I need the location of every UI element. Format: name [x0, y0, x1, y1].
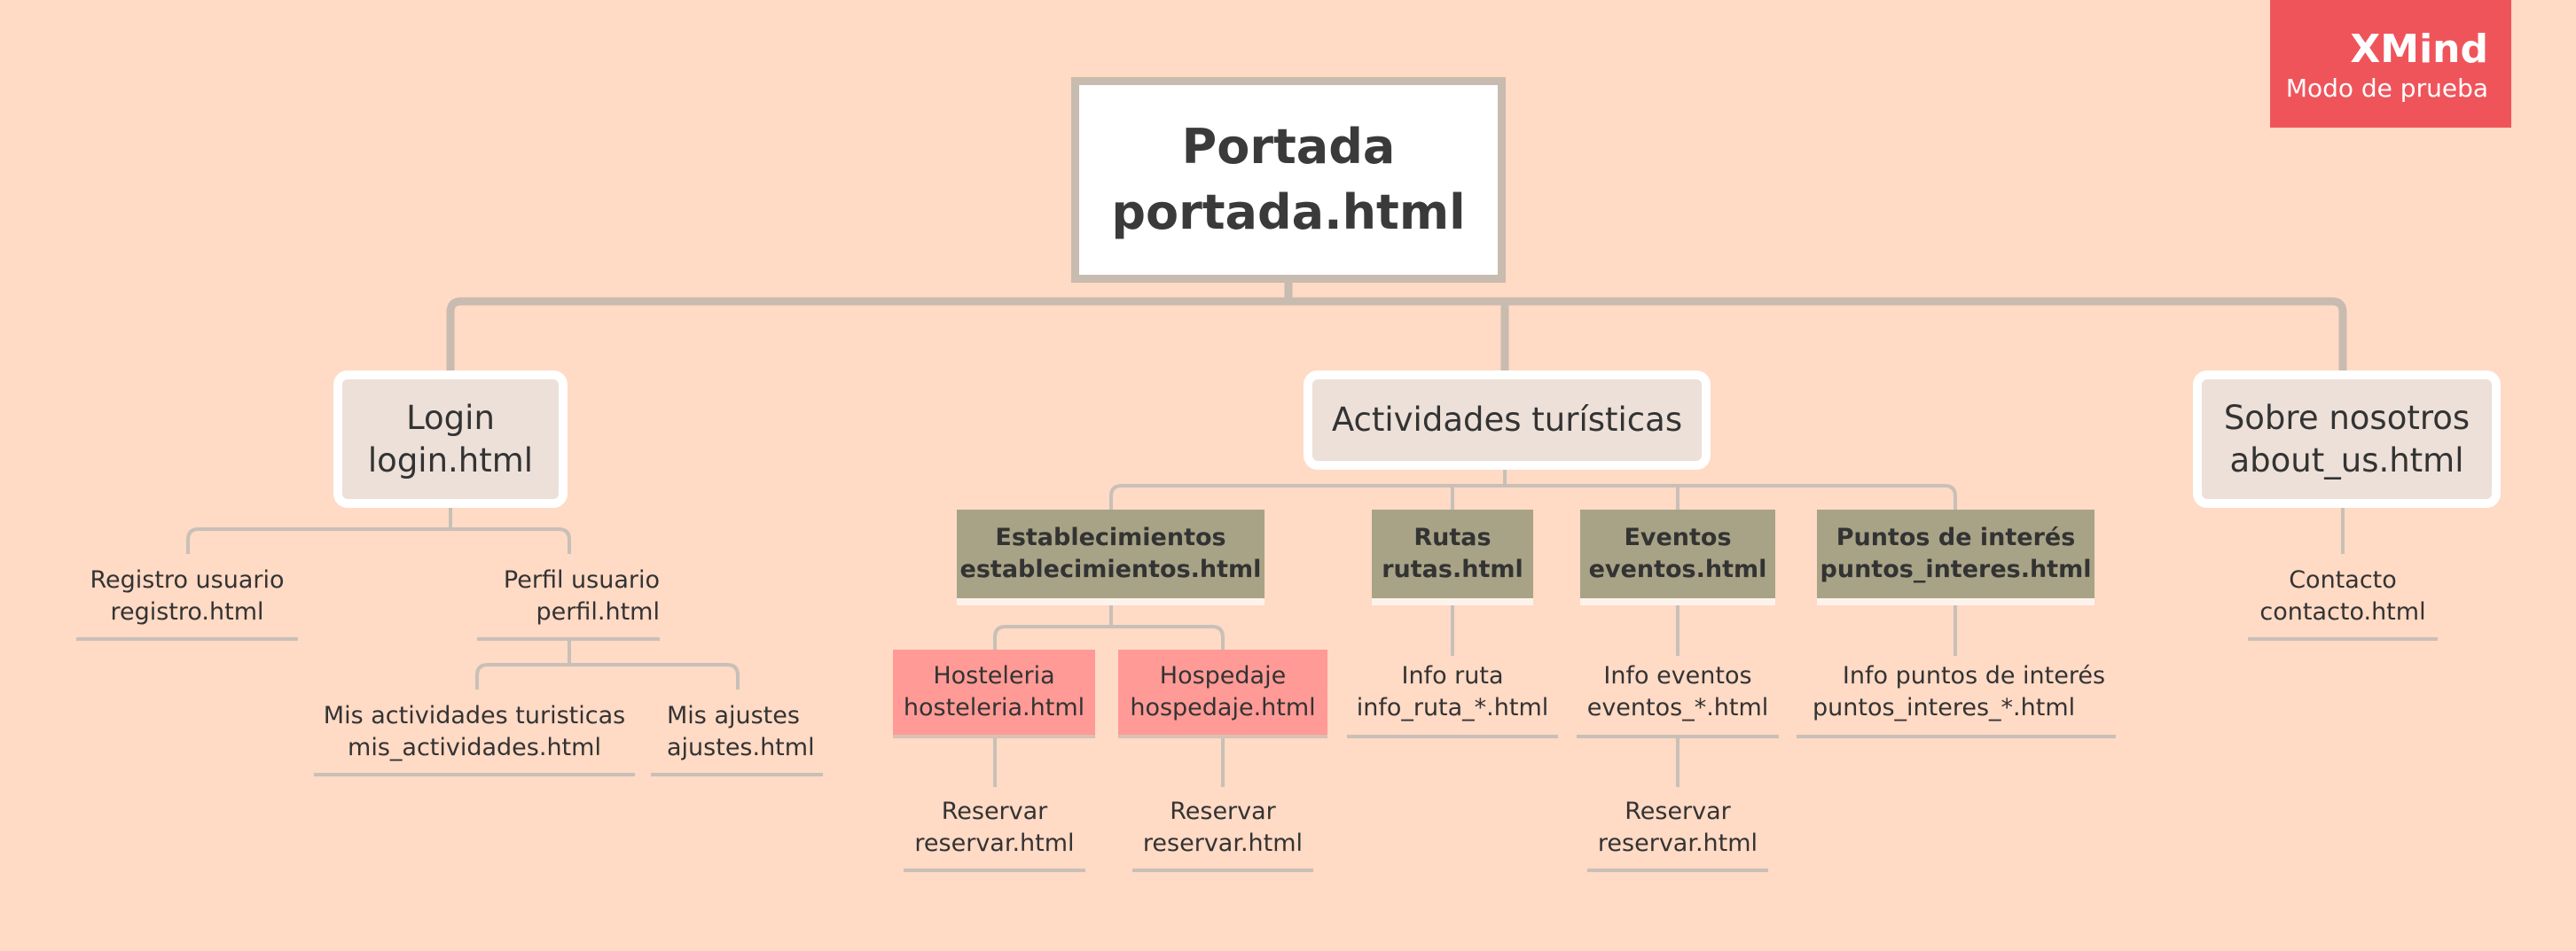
- subtopic-mis-actividades-file: mis_actividades.html: [348, 734, 601, 761]
- topic-puntos-de-interes[interactable]: Puntos de interés puntos_interes.html: [1817, 510, 2094, 605]
- watermark-subtitle: Modo de prueba: [2285, 74, 2488, 103]
- subtopic-reservar-hospedaje[interactable]: Reservar reservar.html: [1132, 796, 1313, 872]
- subtopic-info-ruta[interactable]: Info ruta info_ruta_*.html: [1347, 660, 1558, 738]
- subtopic-reservar-title: Reservar: [1170, 798, 1276, 825]
- subtopic-mis-ajustes[interactable]: Mis ajustes ajustes.html: [651, 700, 823, 776]
- topic-eventos-title: Eventos: [1624, 524, 1732, 551]
- subtopic-registro-usuario[interactable]: Registro usuario registro.html: [76, 565, 298, 641]
- topic-login-file: login.html: [367, 440, 534, 479]
- topic-rutas-title: Rutas: [1413, 524, 1492, 551]
- subtopic-mis-ajustes-title: Mis ajustes: [667, 702, 800, 729]
- subtopic-info-ruta-title: Info ruta: [1401, 662, 1504, 690]
- subtopic-contacto-file: contacto.html: [2259, 598, 2426, 626]
- topic-establecimientos-file: establecimientos.html: [959, 556, 1262, 583]
- subtopic-reservar-eventos[interactable]: Reservar reservar.html: [1587, 796, 1768, 872]
- topic-rutas[interactable]: Rutas rutas.html: [1372, 510, 1533, 605]
- root-topic-title: Portada: [1181, 119, 1396, 175]
- topic-sobre-file: about_us.html: [2229, 440, 2464, 479]
- topic-establecimientos[interactable]: Establecimientos establecimientos.html: [957, 510, 1265, 605]
- subtopic-registro-title: Registro usuario: [90, 566, 285, 594]
- subtopic-reservar-file: reservar.html: [914, 830, 1075, 857]
- subtopic-reservar-hosteleria[interactable]: Reservar reservar.html: [904, 796, 1085, 872]
- topic-login-title: Login: [406, 398, 495, 437]
- subtopic-mis-actividades[interactable]: Mis actividades turisticas mis_actividad…: [314, 700, 635, 776]
- subtopic-info-eventos[interactable]: Info eventos eventos_*.html: [1577, 660, 1779, 738]
- topic-hosteleria-file: hosteleria.html: [903, 694, 1085, 721]
- subtopic-mis-actividades-title: Mis actividades turisticas: [323, 702, 626, 729]
- subtopic-perfil-title: Perfil usuario: [503, 566, 660, 594]
- topic-hosteleria[interactable]: Hosteleria hosteleria.html: [893, 650, 1095, 738]
- subtopic-reservar-title: Reservar: [1625, 798, 1731, 825]
- subtopic-contacto[interactable]: Contacto contacto.html: [2248, 565, 2438, 641]
- topic-hospedaje[interactable]: Hospedaje hospedaje.html: [1118, 650, 1327, 738]
- subtopic-registro-file: registro.html: [110, 598, 264, 626]
- root-topic-file: portada.html: [1111, 184, 1466, 240]
- topic-puntos-file: puntos_interes.html: [1820, 556, 2092, 583]
- topic-hospedaje-title: Hospedaje: [1159, 662, 1287, 690]
- xmind-trial-watermark: XMind Modo de prueba: [2270, 0, 2511, 128]
- topic-rutas-file: rutas.html: [1382, 556, 1523, 583]
- subtopic-info-puntos-title: Info puntos de interés: [1842, 662, 2106, 690]
- subtopic-reservar-title: Reservar: [941, 798, 1048, 825]
- topic-sobre-nosotros[interactable]: Sobre nosotros about_us.html: [2193, 370, 2501, 508]
- subtopic-reservar-file: reservar.html: [1142, 830, 1304, 857]
- subtopic-info-eventos-title: Info eventos: [1603, 662, 1752, 690]
- subtopic-info-puntos[interactable]: Info puntos de interés puntos_interes_*.…: [1797, 660, 2116, 738]
- subtopic-reservar-file: reservar.html: [1597, 830, 1758, 857]
- subtopic-mis-ajustes-file: ajustes.html: [667, 734, 815, 761]
- subtopic-contacto-title: Contacto: [2289, 566, 2397, 594]
- watermark-brand: XMind: [2350, 27, 2488, 72]
- topic-eventos-file: eventos.html: [1588, 556, 1767, 583]
- root-topic-portada[interactable]: Portada portada.html: [1071, 77, 1506, 283]
- subtopic-info-puntos-file: puntos_interes_*.html: [1813, 694, 2076, 721]
- topic-eventos[interactable]: Eventos eventos.html: [1580, 510, 1775, 605]
- topic-actividades-turisticas[interactable]: Actividades turísticas: [1304, 370, 1711, 470]
- topic-establecimientos-title: Establecimientos: [995, 524, 1226, 551]
- topic-login[interactable]: Login login.html: [333, 370, 568, 508]
- subtopic-info-ruta-file: info_ruta_*.html: [1356, 694, 1549, 721]
- topic-sobre-title: Sobre nosotros: [2223, 398, 2470, 437]
- topic-actividades-title: Actividades turísticas: [1331, 401, 1683, 439]
- subtopic-perfil-usuario[interactable]: Perfil usuario perfil.html: [477, 565, 660, 641]
- topic-hospedaje-file: hospedaje.html: [1130, 694, 1316, 721]
- topic-hosteleria-title: Hosteleria: [933, 662, 1055, 690]
- subtopic-perfil-file: perfil.html: [536, 598, 660, 626]
- subtopic-info-eventos-file: eventos_*.html: [1586, 694, 1769, 721]
- topic-puntos-title: Puntos de interés: [1836, 524, 2076, 551]
